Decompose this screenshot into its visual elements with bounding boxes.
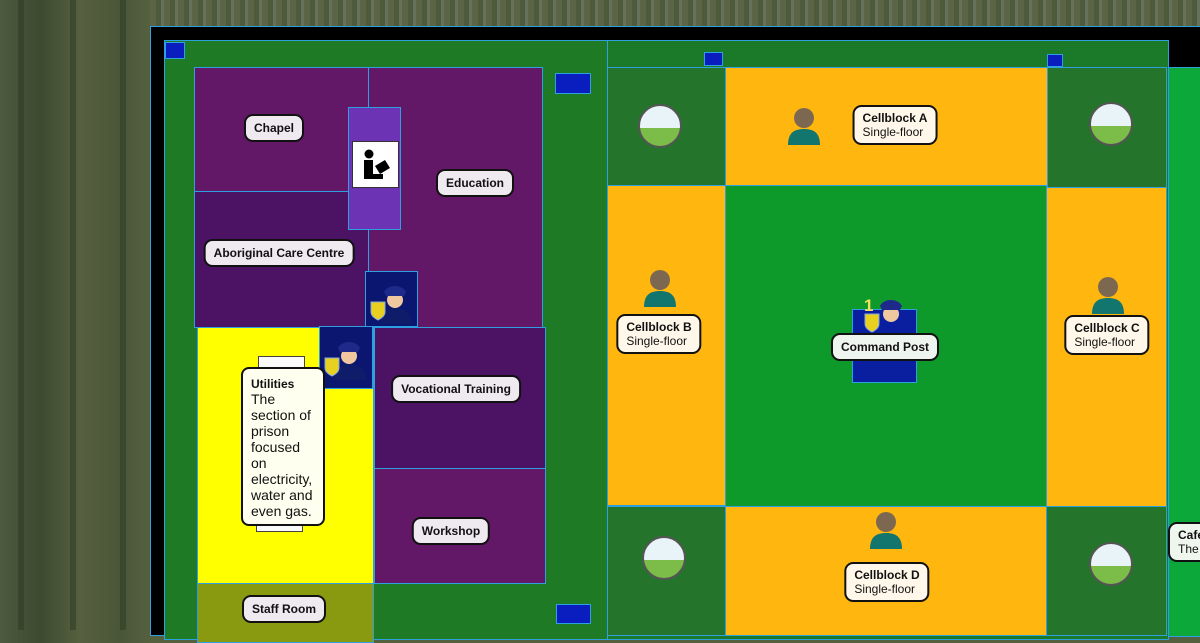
cafeteria-desc: The	[1178, 542, 1199, 556]
cellblock-name: Cellblock D	[854, 568, 920, 582]
label-education[interactable]: Education	[435, 169, 515, 197]
prisoner-icon	[644, 270, 676, 307]
guard-icon	[864, 300, 902, 333]
cellblock-type: Single-floor	[862, 125, 924, 139]
guard-icon	[324, 342, 366, 380]
cellblock-type: Single-floor	[854, 582, 916, 596]
recreation-yard-icon	[642, 536, 686, 580]
cellblock-type: Single-floor	[626, 334, 688, 348]
guard-icon	[370, 286, 412, 324]
tooltip-body: The section of prison focused on electri…	[251, 391, 313, 519]
command-post-count: 1	[864, 296, 874, 315]
field-stripe	[120, 0, 126, 630]
door-marker[interactable]	[704, 52, 723, 66]
label-aboriginal-care-centre[interactable]: Aboriginal Care Centre	[203, 239, 355, 267]
room-workshop[interactable]	[374, 468, 546, 584]
door-marker[interactable]	[556, 604, 591, 624]
label-command-post[interactable]: Command Post	[830, 333, 940, 361]
library-icon	[352, 141, 399, 188]
label-chapel[interactable]: Chapel	[243, 114, 305, 142]
utilities-tooltip: Utilities The section of prison focused …	[241, 367, 325, 526]
cellblock-name: Cellblock B	[626, 320, 692, 334]
label-workshop[interactable]: Workshop	[411, 517, 491, 545]
recreation-yard-icon	[1089, 542, 1133, 586]
door-marker[interactable]	[165, 42, 185, 59]
cellblock-name: Cellblock A	[862, 111, 928, 125]
prisoner-icon	[788, 108, 820, 145]
label-cafeteria[interactable]: CafeThe	[1168, 522, 1200, 562]
cafeteria-name: Cafe	[1178, 528, 1200, 542]
label-staff-room[interactable]: Staff Room	[242, 595, 326, 623]
door-marker[interactable]	[555, 73, 591, 94]
tooltip-title: Utilities	[251, 377, 295, 391]
field-stripe	[70, 0, 76, 630]
aerial-background	[150, 0, 1200, 28]
recreation-yard-icon	[1089, 102, 1133, 146]
cellblock-type: Single-floor	[1074, 335, 1136, 349]
prisoner-icon	[870, 512, 902, 549]
recreation-yard-icon	[638, 104, 682, 148]
cellblock-name: Cellblock C	[1074, 321, 1140, 335]
door-marker[interactable]	[1047, 54, 1063, 67]
field-stripe	[18, 0, 24, 630]
label-vocational-training[interactable]: Vocational Training	[391, 375, 521, 403]
prisoner-icon	[1092, 277, 1124, 314]
